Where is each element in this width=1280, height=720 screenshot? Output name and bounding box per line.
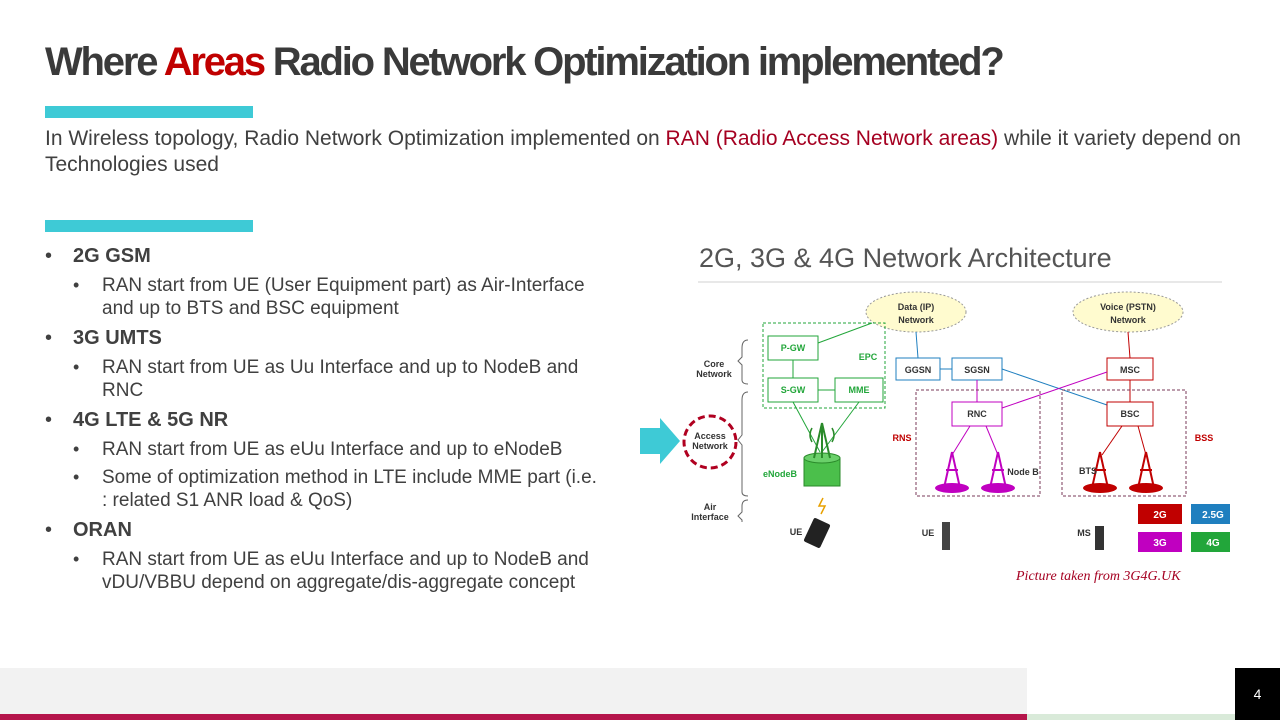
pgw-data-link <box>817 322 873 344</box>
sub-bullet-list: RAN start from UE (User Equipment part) … <box>73 274 605 320</box>
bullet-2g-gsm: 2G GSM RAN start from UE (User Equipment… <box>45 244 605 320</box>
lte-air-link-icon <box>817 497 827 515</box>
sub-bullet: RAN start from UE as eUu Interface and u… <box>73 438 605 461</box>
ggsn-label: GGSN <box>905 365 932 375</box>
legend-3g-swatch <box>1138 532 1182 552</box>
data-ggsn-link <box>915 331 919 359</box>
sgw-label: S-GW <box>781 385 806 395</box>
sgsn-label: SGSN <box>964 365 990 375</box>
technology-bullet-list: 2G GSM RAN start from UE (User Equipment… <box>45 244 605 600</box>
bullet-heading: ORAN <box>73 519 132 541</box>
ue-lte-label: UE <box>790 527 803 537</box>
gsm-phone-icon <box>1095 526 1104 550</box>
sub-bullet: RAN start from UE as Uu Interface and up… <box>73 356 605 402</box>
sub-bullet: Some of optimization method in LTE inclu… <box>73 466 605 512</box>
sub-bullet: RAN start from UE as eUu Interface and u… <box>73 548 605 594</box>
intro-text-end: while it variety depend on Technologies … <box>45 127 1241 176</box>
nodeb-tower-icon <box>935 451 1015 493</box>
intro-highlight: RAN (Radio Access Network areas) <box>665 127 999 150</box>
sgw-node <box>767 377 819 403</box>
sub-bullet: RAN start from UE (User Equipment part) … <box>73 274 605 320</box>
smartphone-icon <box>804 518 830 548</box>
footer-band <box>0 668 1027 714</box>
bullet-heading: 4G LTE & 5G NR <box>73 409 229 431</box>
bullet-oran: ORAN RAN start from UE as eUu Interface … <box>45 518 605 594</box>
core-network-brace <box>737 339 749 385</box>
air-interface-brace <box>737 499 749 522</box>
bss-boundary <box>1061 389 1187 497</box>
sgsn-bsc-link <box>1001 368 1108 406</box>
nodeb-label: Node B <box>1007 467 1039 477</box>
bsc-node <box>1106 401 1154 427</box>
legend-2g-swatch <box>1138 504 1182 524</box>
msc-rnc-link <box>1001 371 1108 409</box>
section-divider-bar <box>45 220 253 232</box>
title-accent: Areas <box>163 40 266 84</box>
intro-text-start: In Wireless topology, Radio Network Opti… <box>45 127 666 150</box>
legend-3g-label: 3G <box>1153 538 1167 549</box>
bss-label: BSS <box>1195 433 1214 443</box>
legend-2-5g-label: 2.5G <box>1202 510 1224 521</box>
mme-label: MME <box>849 385 870 395</box>
enodeb-label: eNodeB <box>763 469 798 479</box>
access-arrow-icon <box>640 418 680 464</box>
legend-2-5g-swatch <box>1191 504 1230 524</box>
ms-label: MS <box>1077 528 1091 538</box>
bts-label: BTS <box>1079 466 1097 476</box>
bullet-3g-umts: 3G UMTS RAN start from UE as Uu Interfac… <box>45 326 605 402</box>
pgw-label: P-GW <box>781 343 806 353</box>
pgw-node <box>767 335 819 361</box>
bsc-bts2-link <box>1137 425 1147 456</box>
msc-label: MSC <box>1120 365 1141 375</box>
sub-bullet-list: RAN start from UE as Uu Interface and up… <box>73 356 605 402</box>
epc-boundary <box>762 322 886 409</box>
rns-boundary <box>915 389 1041 497</box>
sub-bullet-list: RAN start from UE as eUu Interface and u… <box>73 438 605 512</box>
voice-pstn-cloud-icon: Voice (PSTN)Network <box>1072 291 1184 333</box>
sgw-enodeb-link <box>792 401 821 453</box>
page-number: 4 <box>1235 668 1280 720</box>
rnc-nodeb2-link <box>985 425 999 456</box>
image-credit-caption: Picture taken from 3G4G.UK <box>1015 569 1181 584</box>
bullet-heading: 3G UMTS <box>73 327 162 349</box>
title-prefix: Where <box>45 40 164 84</box>
footer-accent-line <box>0 714 1027 720</box>
legend-4g-label: 4G <box>1206 538 1220 549</box>
ue-umts-label: UE <box>922 528 935 538</box>
intro-paragraph: In Wireless topology, Radio Network Opti… <box>45 126 1255 178</box>
legend-2g-label: 2G <box>1153 510 1167 521</box>
access-network-circle <box>682 414 738 470</box>
data-ip-cloud-icon: Data (IP)Network <box>865 291 967 333</box>
svg-text:Data (IP)Network: Data (IP)Network <box>898 302 935 325</box>
epc-label: EPC <box>859 352 878 362</box>
title-suffix: Radio Network Optimization implemented? <box>263 40 1005 84</box>
bullet-heading: 2G GSM <box>73 245 151 267</box>
title-underline-bar <box>45 106 253 118</box>
enodeb-tower-icon <box>803 422 841 487</box>
bsc-label: BSC <box>1120 409 1140 419</box>
rnc-nodeb1-link <box>951 425 971 456</box>
mme-node <box>834 377 884 403</box>
mme-enodeb-link <box>821 401 860 453</box>
access-network-brace <box>737 391 749 497</box>
voice-msc-link <box>1127 331 1131 359</box>
svg-text:Voice (PSTN)Network: Voice (PSTN)Network <box>1100 302 1156 325</box>
rnc-label: RNC <box>967 409 987 419</box>
bullet-4g-lte-5g-nr: 4G LTE & 5G NR RAN start from UE as eUu … <box>45 408 605 512</box>
footer-accent-line-right <box>1027 714 1235 720</box>
bts-tower-icon <box>1083 451 1163 493</box>
slide-title: Where Areas Radio Network Optimization i… <box>45 40 1005 85</box>
umts-phone-icon <box>942 522 950 550</box>
legend-4g-swatch <box>1191 532 1230 552</box>
rnc-node <box>951 401 1003 427</box>
diagram-title: 2G, 3G & 4G Network Architecture <box>699 243 1112 273</box>
bsc-bts1-link <box>1101 425 1123 456</box>
rns-label: RNS <box>892 433 911 443</box>
sub-bullet-list: RAN start from UE as eUu Interface and u… <box>73 548 605 594</box>
